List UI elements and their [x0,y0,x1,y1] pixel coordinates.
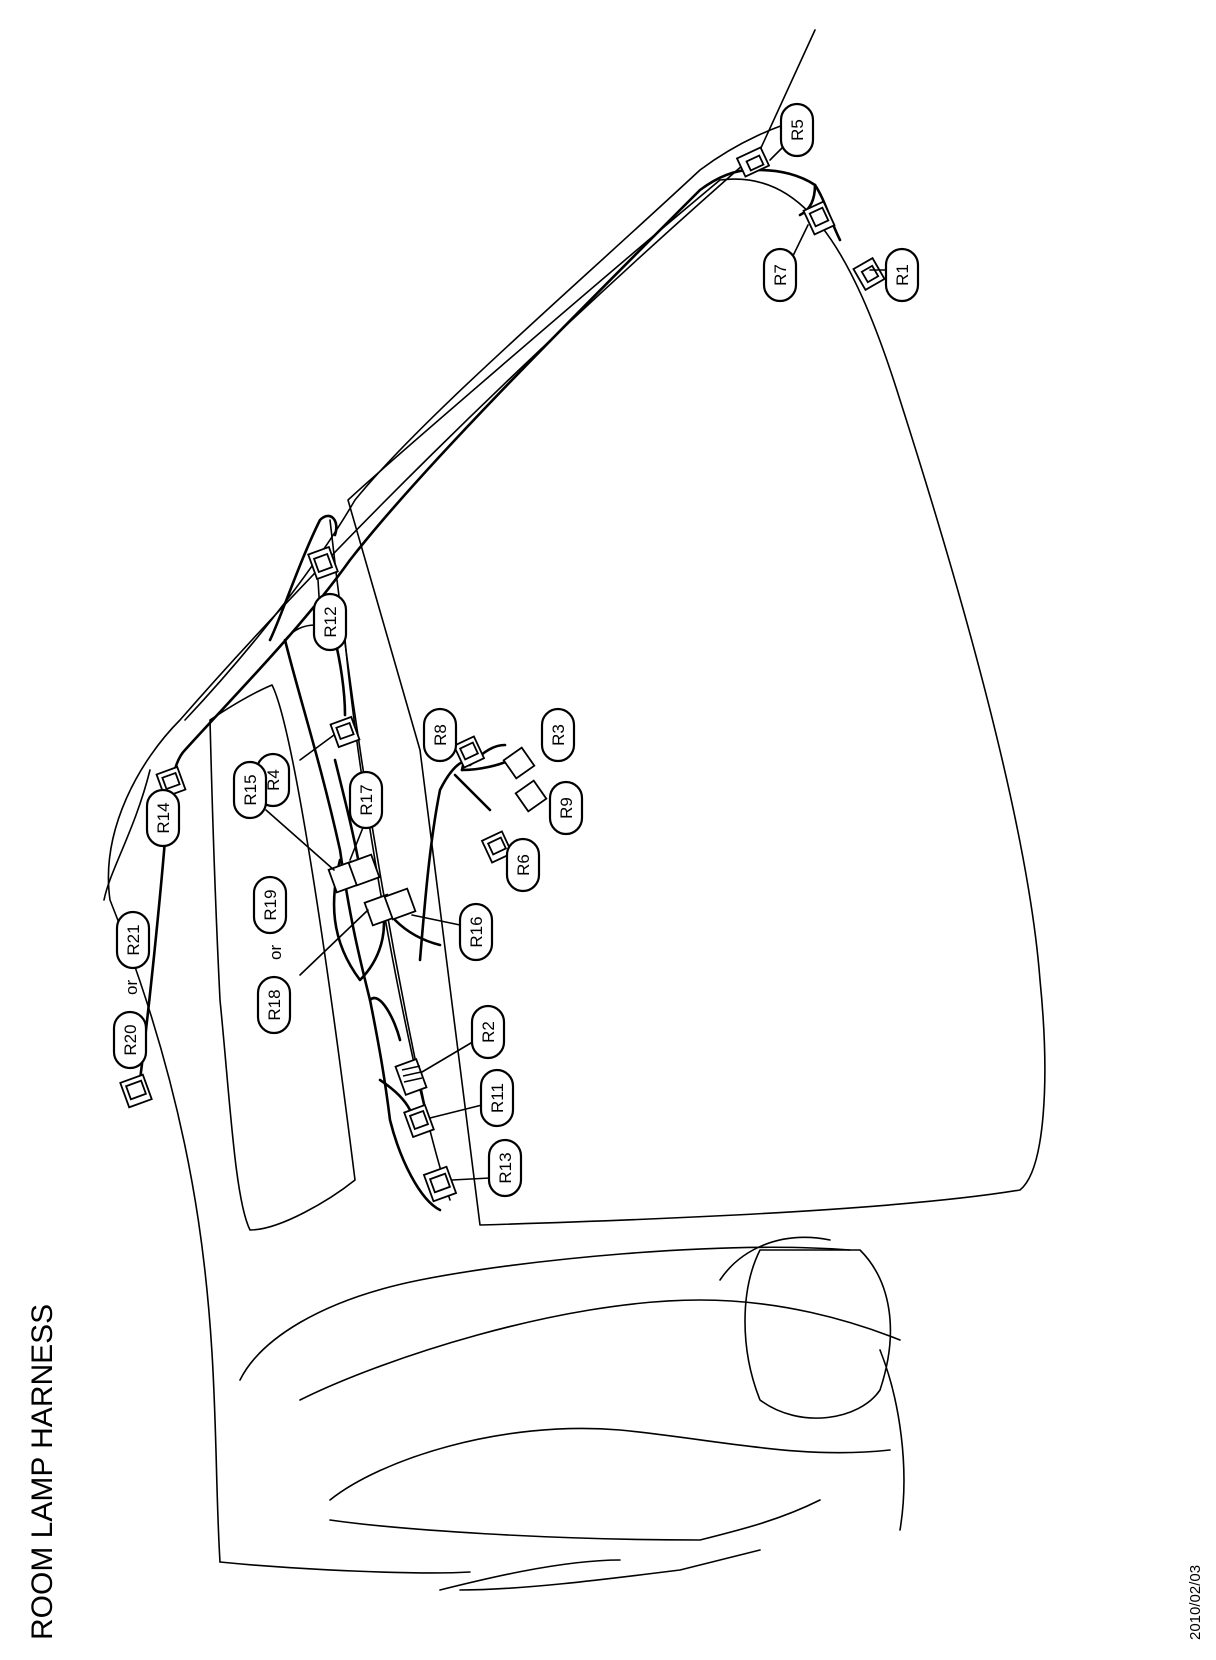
label-r3: R3 [540,707,576,763]
connector-r4 [329,715,361,749]
svg-text:R1: R1 [893,264,912,286]
label-r6: R6 [505,837,541,893]
label-r12: R12 [312,592,348,652]
label-r14: R14 [145,788,181,848]
svg-text:R16: R16 [467,916,486,947]
svg-text:R4: R4 [264,769,283,791]
svg-text:R2: R2 [479,1021,498,1043]
svg-text:R21: R21 [124,924,143,955]
connector-r1 [852,256,886,292]
label-r7: R7 [762,247,798,303]
label-r5: R5 [779,102,815,158]
connector-r11 [403,1103,435,1139]
harness-wires [138,168,842,1212]
label-r2: R2 [470,1004,506,1060]
leader-lines [265,147,896,1181]
vehicle-body-outline [103,29,1046,1591]
diagram-date: 2010/02/03 [1187,1565,1204,1640]
svg-text:R15: R15 [241,774,260,805]
label-r20: R20 [112,1010,148,1070]
label-r15: R15 [232,760,268,820]
label-r18: R18 [256,975,292,1035]
svg-text:R14: R14 [154,802,173,833]
label-r21: R21 [115,910,151,970]
connector-r15-r17 [327,853,381,894]
svg-text:R17: R17 [357,784,376,815]
connectors [119,146,886,1203]
svg-text:R7: R7 [771,264,790,286]
label-r16: R16 [458,902,494,962]
svg-text:R5: R5 [788,119,807,141]
label-r1: R1 [884,247,920,303]
svg-text:R11: R11 [488,1083,507,1113]
svg-text:R19: R19 [261,889,280,920]
svg-text:R18: R18 [265,989,284,1020]
or-text-r20-r21: or [122,980,141,995]
svg-text:R9: R9 [557,797,576,819]
connector-r2 [394,1057,428,1097]
connector-r8 [452,735,486,769]
connector-r7 [802,200,836,236]
label-r11: R11 [479,1068,515,1128]
label-r17: R17 [348,770,384,830]
svg-text:R13: R13 [496,1152,515,1183]
or-text-r18-r19: or [266,945,285,960]
connector-r18-r16 [363,887,417,927]
label-r19: R19 [252,875,288,935]
connector-r3 [502,746,536,780]
connector-r9 [514,779,548,813]
label-r13: R13 [487,1138,523,1198]
svg-text:R12: R12 [321,606,340,637]
svg-text:R20: R20 [121,1024,140,1055]
svg-text:R8: R8 [431,724,450,746]
label-r9: R9 [548,780,584,836]
svg-text:R6: R6 [514,854,533,876]
svg-text:R3: R3 [549,724,568,746]
label-r8: R8 [422,707,458,763]
diagram-title: ROOM LAMP HARNESS [26,1304,59,1640]
connector-r12 [307,545,339,581]
connector-r20-r21 [119,1073,153,1109]
connector-r13 [422,1165,458,1203]
connector-r6 [480,830,514,864]
connector-r5 [735,146,771,178]
